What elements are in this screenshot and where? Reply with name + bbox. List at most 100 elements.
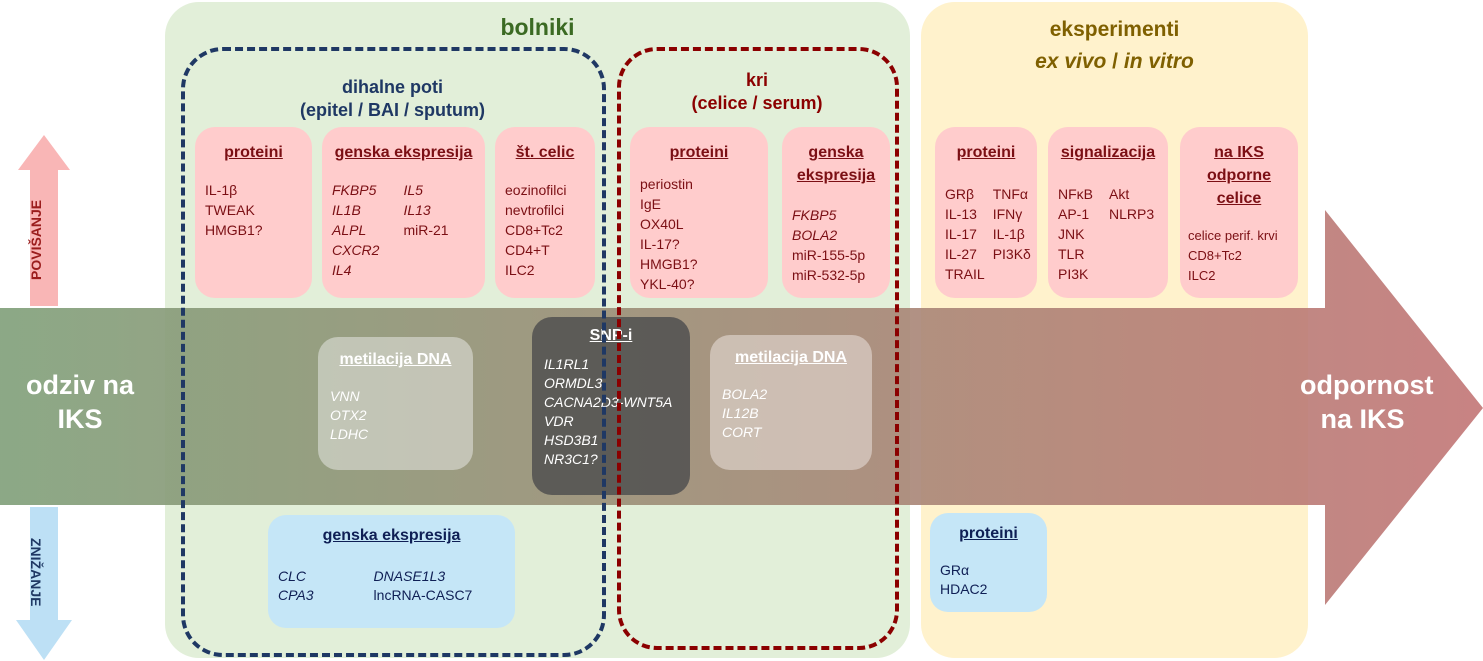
item: miR-532-5p [792, 267, 866, 283]
item: CLC [278, 568, 307, 584]
item: nevtrofilci [505, 202, 565, 218]
item: GRβ [945, 186, 975, 202]
item: ILC2 [505, 262, 535, 278]
item: IgE [640, 196, 662, 212]
box-title: proteini [224, 144, 283, 161]
subtitle-ex-vivo: ex vivo [1035, 50, 1107, 73]
item: DNASE1L3 [373, 568, 446, 584]
up-label: POVIŠANJE [28, 199, 44, 281]
airways-dashed-group [181, 47, 606, 657]
item: VDR [544, 413, 574, 429]
item: CD4+T [505, 242, 550, 258]
box-title: št. celic [515, 144, 575, 161]
box-title-1: genska [808, 144, 864, 161]
item: IL-17 [945, 226, 977, 242]
item: PI3K [1058, 266, 1089, 282]
box-title: genska ekspresija [334, 144, 473, 161]
item: IL-1β [205, 182, 238, 198]
item: IL12B [722, 405, 759, 421]
item: FKBP5 [332, 182, 377, 198]
item: JNK [1058, 226, 1085, 242]
item: TNFα [992, 186, 1028, 202]
item: AP-1 [1058, 206, 1090, 222]
item: periostin [640, 176, 693, 192]
item: HMGB1? [205, 222, 263, 238]
item: ORMDL3 [544, 375, 603, 391]
down-arrow-shape [16, 507, 72, 660]
item: HSD3B1 [544, 432, 599, 448]
box-title: genska ekspresija [322, 527, 461, 544]
item: lncRNA-CASC7 [373, 587, 473, 603]
box-title: SNP-i [589, 327, 633, 344]
right-label: odpornost na IKS [1300, 370, 1434, 434]
item: YKL-40? [640, 276, 695, 292]
item: ALPL [332, 222, 367, 238]
box-title: metilacija DNA [339, 351, 452, 368]
item: IFNγ [992, 206, 1023, 222]
item: CPA3 [278, 587, 314, 603]
experiments-title: eksperimenti [1049, 18, 1180, 41]
item: OX40L [640, 216, 684, 232]
item: OTX2 [330, 407, 367, 423]
item: IL13 [403, 202, 431, 218]
item: IL-27 [945, 246, 977, 262]
item: ILC2 [1188, 268, 1216, 283]
item: NR3C1? [544, 451, 598, 467]
down-gene-expression-box: genska ekspresija CLC CPA3 DNASE1L3 lncRNA… [268, 515, 515, 628]
airways-title: dihalne poti (epitel / BAI / sputum) [181, 76, 604, 122]
item: BOLA2 [792, 227, 838, 243]
box-title-2: ekspresija [796, 167, 876, 184]
item: IL-1β [992, 226, 1025, 242]
item: CACNA2D3-WNT5A [544, 394, 673, 410]
item: FKBP5 [792, 207, 837, 223]
airways-title-2: (epitel / BAI / sputum) [299, 100, 485, 120]
patients-title: bolniki [500, 14, 575, 40]
item: CXCR2 [332, 242, 380, 258]
down-label: ZNIŽANJE [28, 537, 44, 607]
box-title: proteini [669, 144, 729, 161]
item: CD8+Tc2 [505, 222, 563, 238]
up-arrow-shape [18, 135, 70, 306]
item: VNN [330, 388, 360, 404]
item: IL5 [403, 182, 423, 198]
item: BOLA2 [722, 386, 768, 402]
item: HMGB1? [640, 256, 698, 272]
item: IL1B [332, 202, 361, 218]
airways-title-1: dihalne poti [342, 77, 443, 97]
item: GRα [940, 562, 970, 578]
item: IL1RL1 [544, 356, 590, 372]
item: TWEAK [205, 202, 255, 218]
item: TLR [1058, 246, 1085, 262]
item: Akt [1109, 186, 1130, 202]
blood-dashed-group [617, 47, 899, 650]
subtitle-in-vitro: in vitro [1123, 50, 1194, 73]
item: HDAC2 [940, 581, 988, 597]
item: IL-13 [945, 206, 977, 222]
left-label: odziv na IKS [25, 370, 134, 434]
subtitle-sep: / [1106, 50, 1124, 73]
item: LDHC [330, 426, 369, 442]
box-title-1: na IKS [1214, 144, 1264, 161]
item: TRAIL [945, 266, 985, 282]
experiments-subtitle: ex vivo / in vitro [921, 50, 1308, 74]
box-title: signalizacija [1060, 144, 1156, 161]
item: CORT [722, 424, 762, 440]
item: miR-155-5p [792, 247, 866, 263]
box-title: proteini [959, 525, 1018, 542]
box-title-2: odporne [1207, 167, 1271, 184]
blood-title-2: (celice / serum) [691, 93, 823, 113]
box-title: proteini [956, 144, 1016, 161]
item: IL4 [332, 262, 352, 278]
blood-title: kri (celice / serum) [617, 69, 897, 115]
